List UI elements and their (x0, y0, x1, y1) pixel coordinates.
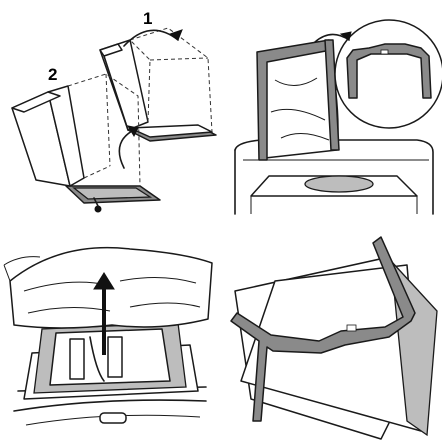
panel-fold-bag-steps: 1 2 (0, 0, 221, 221)
panel-frame-detail (221, 0, 442, 221)
panel-frame-on-paper (221, 221, 442, 442)
inner-container (34, 323, 186, 393)
curved-arrow-icon (124, 30, 178, 46)
bag-with-frame (257, 40, 339, 160)
lift-bag-illustration (0, 221, 221, 442)
panel-lift-bag (0, 221, 221, 442)
fold-bag-illustration: 1 2 (0, 0, 221, 221)
step-1-bag-on-frame (100, 28, 216, 141)
step-2-number: 2 (48, 65, 57, 84)
frame-on-paper-illustration (221, 221, 442, 442)
zoom-circle (335, 20, 442, 128)
arrow-head (170, 30, 182, 40)
step-1-number: 1 (143, 9, 152, 28)
frame-detail-illustration (221, 0, 442, 221)
